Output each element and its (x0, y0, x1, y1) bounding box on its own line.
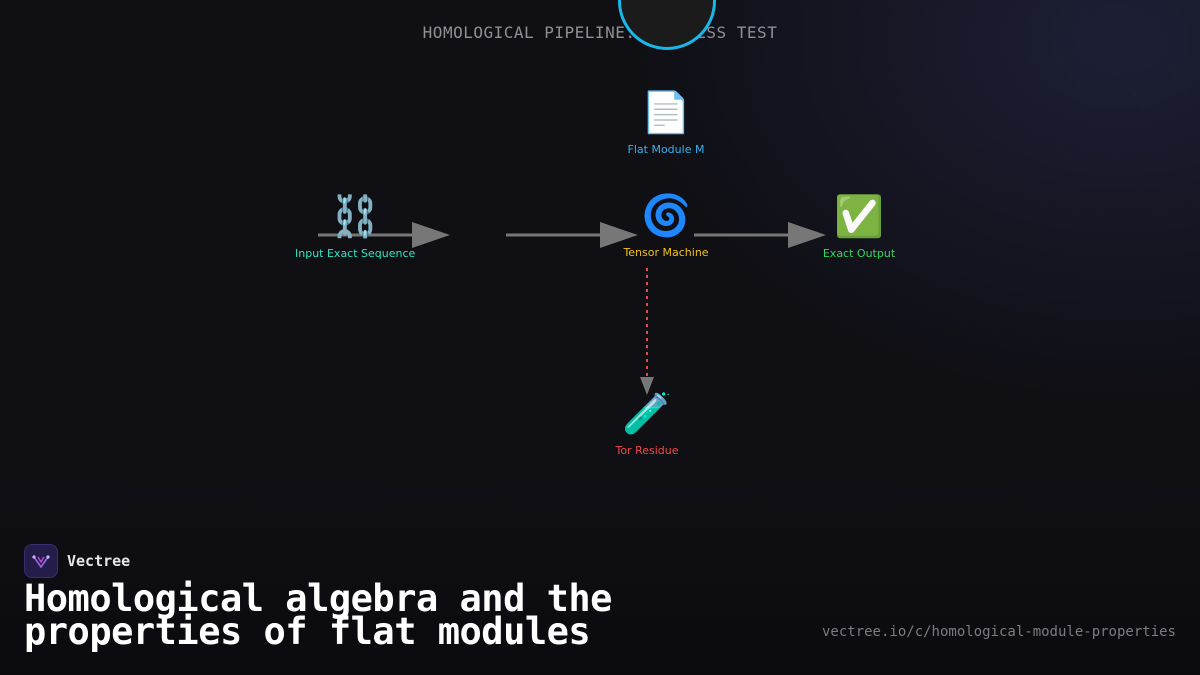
document-icon: 📄 (641, 90, 691, 136)
node-input-exact-sequence[interactable]: ⛓️ Input Exact Sequence (295, 195, 415, 260)
chain-links-icon: ⛓️ (330, 194, 380, 240)
node-label-residue: Tor Residue (615, 444, 679, 457)
node-flat-module[interactable]: 📄 Flat Module M (606, 91, 726, 156)
node-label-module: Flat Module M (627, 143, 705, 156)
brand-name: Vectree (67, 552, 131, 570)
test-tube-icon: 🧪 (622, 391, 672, 437)
node-label-machine: Tensor Machine (623, 246, 709, 259)
edge-input-to-machine-arrowhead-1 (412, 222, 450, 248)
brand[interactable]: Vectree (24, 544, 130, 578)
edge-machine-to-output-arrowhead (788, 222, 826, 248)
node-tor-residue[interactable]: 🧪 Tor Residue (587, 392, 707, 457)
check-mark-icon: ✅ (834, 194, 884, 240)
node-label-input: Input Exact Sequence (295, 247, 416, 260)
vectree-logo-icon (24, 544, 58, 578)
edge-input-to-machine-arrowhead-2 (600, 222, 638, 248)
node-exact-output[interactable]: ✅ Exact Output (799, 195, 919, 260)
node-tensor-machine[interactable]: 🌀 Tensor Machine (606, 194, 726, 259)
cyclone-icon: 🌀 (641, 193, 691, 239)
page-headline: Homological algebra and the properties o… (24, 577, 612, 653)
page-url[interactable]: vectree.io/c/homological-module-properti… (821, 624, 1176, 640)
edge-machine-to-residue-arrowhead (640, 377, 654, 395)
node-label-output: Exact Output (822, 247, 896, 260)
